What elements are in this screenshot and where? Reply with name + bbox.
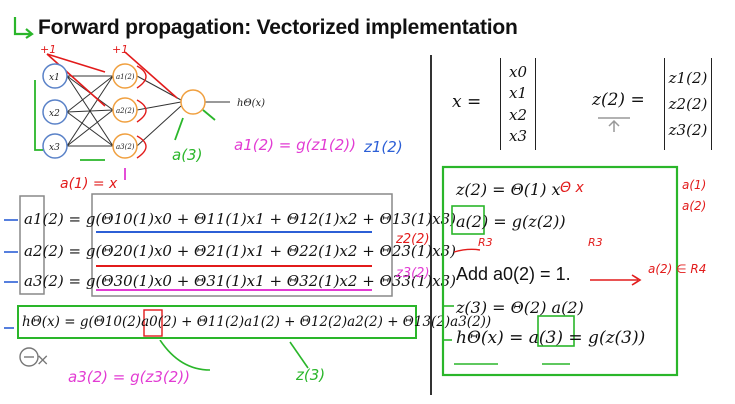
z-vector-entry-2: z3(2)	[668, 120, 708, 139]
right-equation-3: Add a0(2) = 1.	[456, 264, 571, 284]
r3-note-2: R3	[588, 236, 603, 249]
input-node-3-label: x3	[49, 143, 60, 153]
z-label-arrow-icon	[598, 117, 630, 132]
x-vector-entry-2: x2	[508, 105, 527, 124]
r3-note-1: R3	[478, 236, 493, 249]
x-vector-label: x =	[452, 92, 482, 112]
z-vector-entry-0: z1(2)	[668, 69, 708, 88]
theta-x-note: Θ x	[560, 180, 584, 196]
z3-output-note: z(3)	[296, 366, 326, 384]
z1-note: z1(2)	[364, 138, 403, 156]
network-diagram: x1 x2 x3 a1(2) a2(2) a3(2) hΘ(x)	[34, 51, 265, 180]
equation-4-rhs: = g(Θ10(2)a0(2) + Θ11(2)a1(2) + Θ12(2)a2…	[64, 314, 492, 330]
equation-row-3: a3(2) = g(Θ30(1)x0 + Θ31(1)x1 + Θ32(1)x2…	[24, 272, 456, 290]
a1-equals-x-note: a(1) = x	[60, 176, 118, 192]
z3-note: z3(2)	[396, 266, 430, 281]
equation-3-lhs: a3(2)	[24, 272, 64, 290]
column-divider	[430, 55, 432, 395]
a2-stack-note: a(2)	[682, 199, 707, 213]
hidden-node-2-label: a2(2)	[116, 107, 135, 115]
z-vector-entry-1: z2(2)	[668, 94, 708, 113]
x-vector-entry-1: x1	[508, 84, 527, 103]
equation-4-lhs: hΘ(x)	[22, 314, 60, 330]
input-nodes	[42, 63, 68, 159]
theta-circle-icon	[19, 347, 39, 367]
right-equation-5: hΘ(x) = a(3) = g(z(3))	[456, 328, 646, 348]
equation-1-rhs: = g(Θ10(1)x0 + Θ11(1)x1 + Θ12(1)x2 + Θ13…	[68, 210, 457, 228]
input-node-2-label: x2	[49, 109, 60, 119]
right-equation-2: a(2) = g(z(2))	[456, 212, 566, 231]
equation-row-2: a2(2) = g(Θ20(1)x0 + Θ21(1)x1 + Θ22(1)x2…	[24, 242, 456, 260]
equation-row-4: hΘ(x) = g(Θ10(2)a0(2) + Θ11(2)a1(2) + Θ1…	[22, 314, 491, 330]
x-vector-entry-3: x3	[508, 126, 527, 145]
hidden-node-3-label: a3(2)	[116, 143, 135, 151]
equation-3-rhs: = g(Θ30(1)x0 + Θ31(1)x1 + Θ32(1)x2 + Θ33…	[68, 272, 457, 290]
input-node-1-label: x1	[49, 73, 60, 83]
green-output-arrows	[159, 340, 309, 371]
equation-boxes	[4, 193, 417, 339]
z-vector-label: z(2) =	[592, 90, 645, 110]
a3-net-note: a(3)	[172, 146, 203, 164]
plus-one-input-note: +1	[40, 43, 57, 56]
output-label: hΘ(x)	[237, 98, 265, 109]
equation-2-lhs: a2(2)	[24, 242, 64, 260]
x-vector: x0 x1 x2 x3	[500, 58, 536, 150]
title-arrow-icon	[13, 17, 34, 39]
hidden-node-1-label: a1(2)	[116, 73, 135, 81]
equation-1-lhs: a1(2)	[24, 210, 64, 228]
circle-x-icon: ×	[36, 350, 50, 369]
z2-note: z2(2)	[396, 232, 430, 247]
z-vector: z1(2) z2(2) z3(2)	[664, 58, 712, 150]
slide-title: Forward propagation: Vectorized implemen…	[38, 16, 518, 39]
a3-g-z3-note: a3(2) = g(z3(2))	[68, 368, 190, 386]
plus-one-hidden-note: +1	[112, 43, 129, 56]
a2-in-r4-note: a(2) ∈ R4	[648, 262, 707, 276]
a2-g-z-note: a1(2) = g(z1(2))	[234, 136, 356, 154]
right-equation-1: z(2) = Θ(1) x	[456, 180, 561, 199]
right-equation-4: z(3) = Θ(2) a(2)	[456, 298, 584, 317]
equation-2-rhs: = g(Θ20(1)x0 + Θ21(1)x1 + Θ22(1)x2 + Θ23…	[68, 242, 457, 260]
a1-side-note: a(1)	[682, 178, 707, 192]
equation-row-1: a1(2) = g(Θ10(1)x0 + Θ11(1)x1 + Θ12(1)x2…	[24, 210, 456, 228]
x-vector-entry-0: x0	[508, 62, 527, 81]
right-green-box	[441, 165, 679, 377]
